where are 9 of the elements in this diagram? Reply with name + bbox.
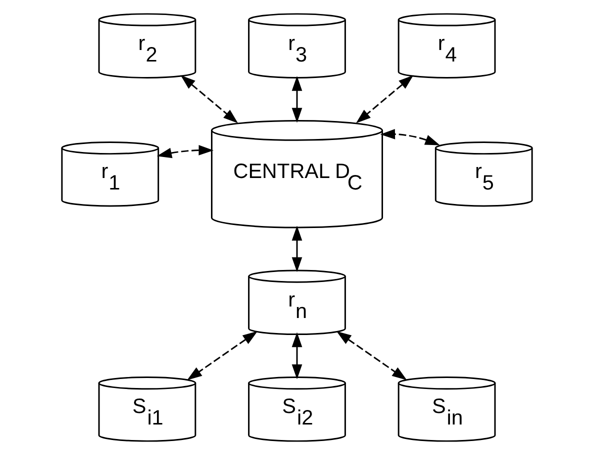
- arrow: [292, 332, 302, 380]
- arrow: [187, 331, 258, 380]
- arrow: [156, 145, 214, 158]
- arrow: [356, 75, 414, 124]
- arrow: [336, 331, 407, 380]
- arrow: [180, 75, 238, 124]
- arrow: [380, 128, 440, 146]
- arrow: [292, 226, 302, 272]
- arrow: [292, 76, 302, 123]
